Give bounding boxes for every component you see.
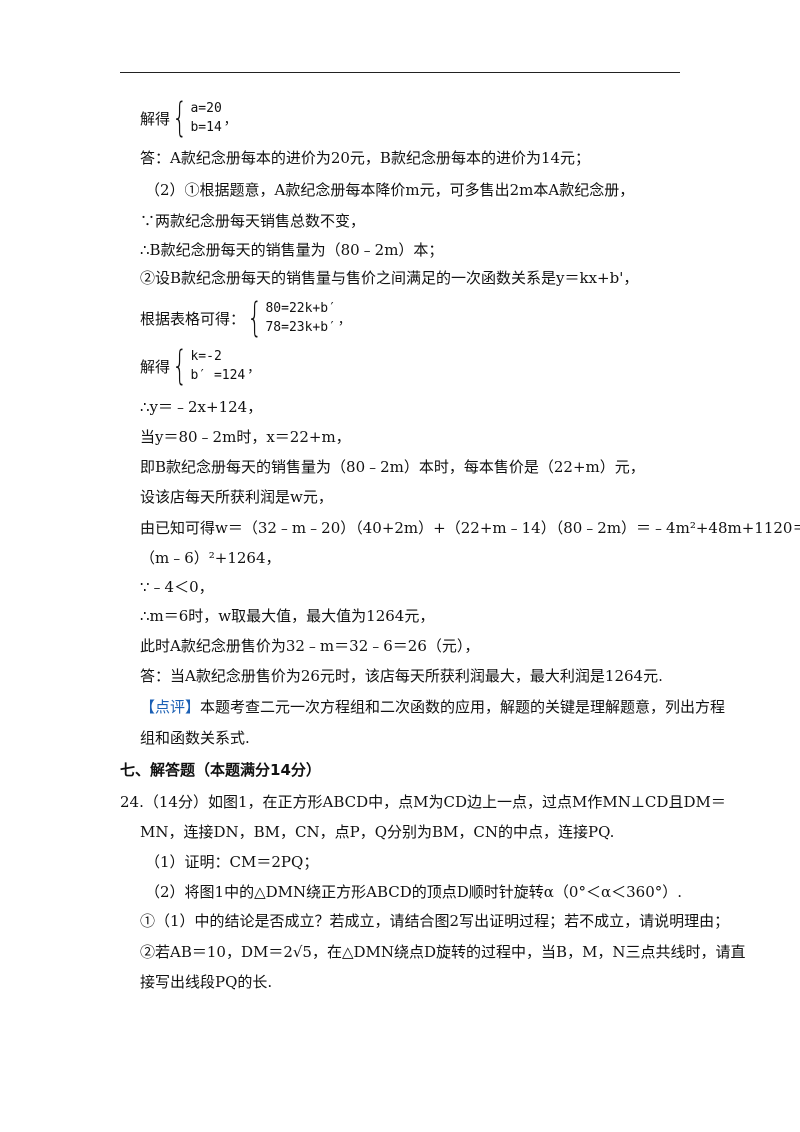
solution-system-kb: 解得 { k=-2 b′ =124 ， <box>140 343 261 389</box>
answer-line: 答：A款纪念册每本的进价为20元，B款纪念册每本的进价为14元； <box>140 149 591 167</box>
when-line: 当y＝80﹣2m时，x＝22+m， <box>140 428 351 446</box>
question-24-cont: MN，连接DN，BM，CN，点P，Q分别为BM，CN的中点，连接PQ. <box>140 823 615 841</box>
review-paragraph: 【点评】本题考查二元一次方程组和二次函数的应用，解题的关键是理解题意，列出方程 <box>140 697 725 717</box>
review-text: 本题考查二元一次方程组和二次函数的应用，解题的关键是理解题意，列出方程 <box>200 698 726 716</box>
because-line: ∵两款纪念册每天销售总数不变， <box>140 212 366 230</box>
system-row: b=14 <box>190 120 222 135</box>
review-text-cont: 组和函数关系式. <box>140 729 250 747</box>
review-tag: 【点评】 <box>140 698 201 716</box>
question-24-part1: （1）证明：CM＝2PQ； <box>145 853 319 871</box>
system-row: 78=23k+b′ <box>265 320 336 335</box>
profit-formula-cont: （m﹣6）²+1264， <box>140 549 281 567</box>
profit-formula-line: 由已知可得w＝（32﹣m﹣20）（40+2m）+（22+m﹣14）（80﹣2m）… <box>140 519 800 537</box>
system-prefix: 解得 <box>140 357 171 376</box>
question-24-part2-2-cont: 接写出线段PQ的长. <box>140 973 273 991</box>
because-line: ∵﹣4＜0， <box>140 578 214 596</box>
system-row: k=-2 <box>190 349 222 364</box>
section-heading: 七、解答题（本题满分14分） <box>120 761 321 779</box>
answer-line: 答：当A款纪念册售价为26元时，该店每天所获利润最大，最大利润是1264元. <box>140 667 663 685</box>
price-line: 此时A款纪念册售价为32﹣m＝32﹣6＝26（元）， <box>140 637 480 655</box>
left-brace-icon: { <box>172 343 188 389</box>
part2-step2: ②设B款纪念册每天的销售量与售价之间满足的一次函数关系是y＝kx+b'， <box>140 269 639 287</box>
question-24: 24.（14分）如图1，在正方形ABCD中，点M为CD边上一点，过点M作MN⊥C… <box>120 793 726 811</box>
function-line: ∴y＝﹣2x+124， <box>140 398 263 416</box>
solution-system-ab: 解得 { a=20 b=14 ， <box>140 95 237 141</box>
table-system: 根据表格可得： { 80=22k+b′ 78=23k+b′ ， <box>140 295 351 341</box>
therefore-line: ∴B款纪念册每天的销售量为（80﹣2m）本； <box>140 241 444 259</box>
ie-line: 即B款纪念册每天的销售量为（80﹣2m）本时，每本售价是（22+m）元， <box>140 458 645 476</box>
question-24-part2-1: ①（1）中的结论是否成立？若成立，请结合图2写出证明过程；若不成立，请说明理由； <box>140 912 730 930</box>
left-brace-icon: { <box>247 295 263 341</box>
left-brace-icon: { <box>172 95 188 141</box>
system-row: a=20 <box>190 101 222 116</box>
let-line: 设该店每天所获利润是w元， <box>140 488 333 506</box>
question-24-part2: （2）将图1中的△DMN绕正方形ABCD的顶点D顺时针旋转α（0°＜α＜360°… <box>145 883 682 901</box>
header-rule <box>120 72 680 73</box>
system-row: b′ =124 <box>190 368 246 383</box>
system-prefix: 解得 <box>140 109 171 128</box>
question-24-part2-2: ②若AB＝10，DM＝2√5，在△DMN绕点D旋转的过程中，当B，M，N三点共线… <box>140 943 746 961</box>
max-line: ∴m＝6时，w取最大值，最大值为1264元， <box>140 607 435 625</box>
system-prefix: 根据表格可得： <box>140 309 246 328</box>
part2-step1: （2）①根据题意，A款纪念册每本降价m元，可多售出2m本A款纪念册， <box>145 181 635 199</box>
system-row: 80=22k+b′ <box>265 301 336 316</box>
